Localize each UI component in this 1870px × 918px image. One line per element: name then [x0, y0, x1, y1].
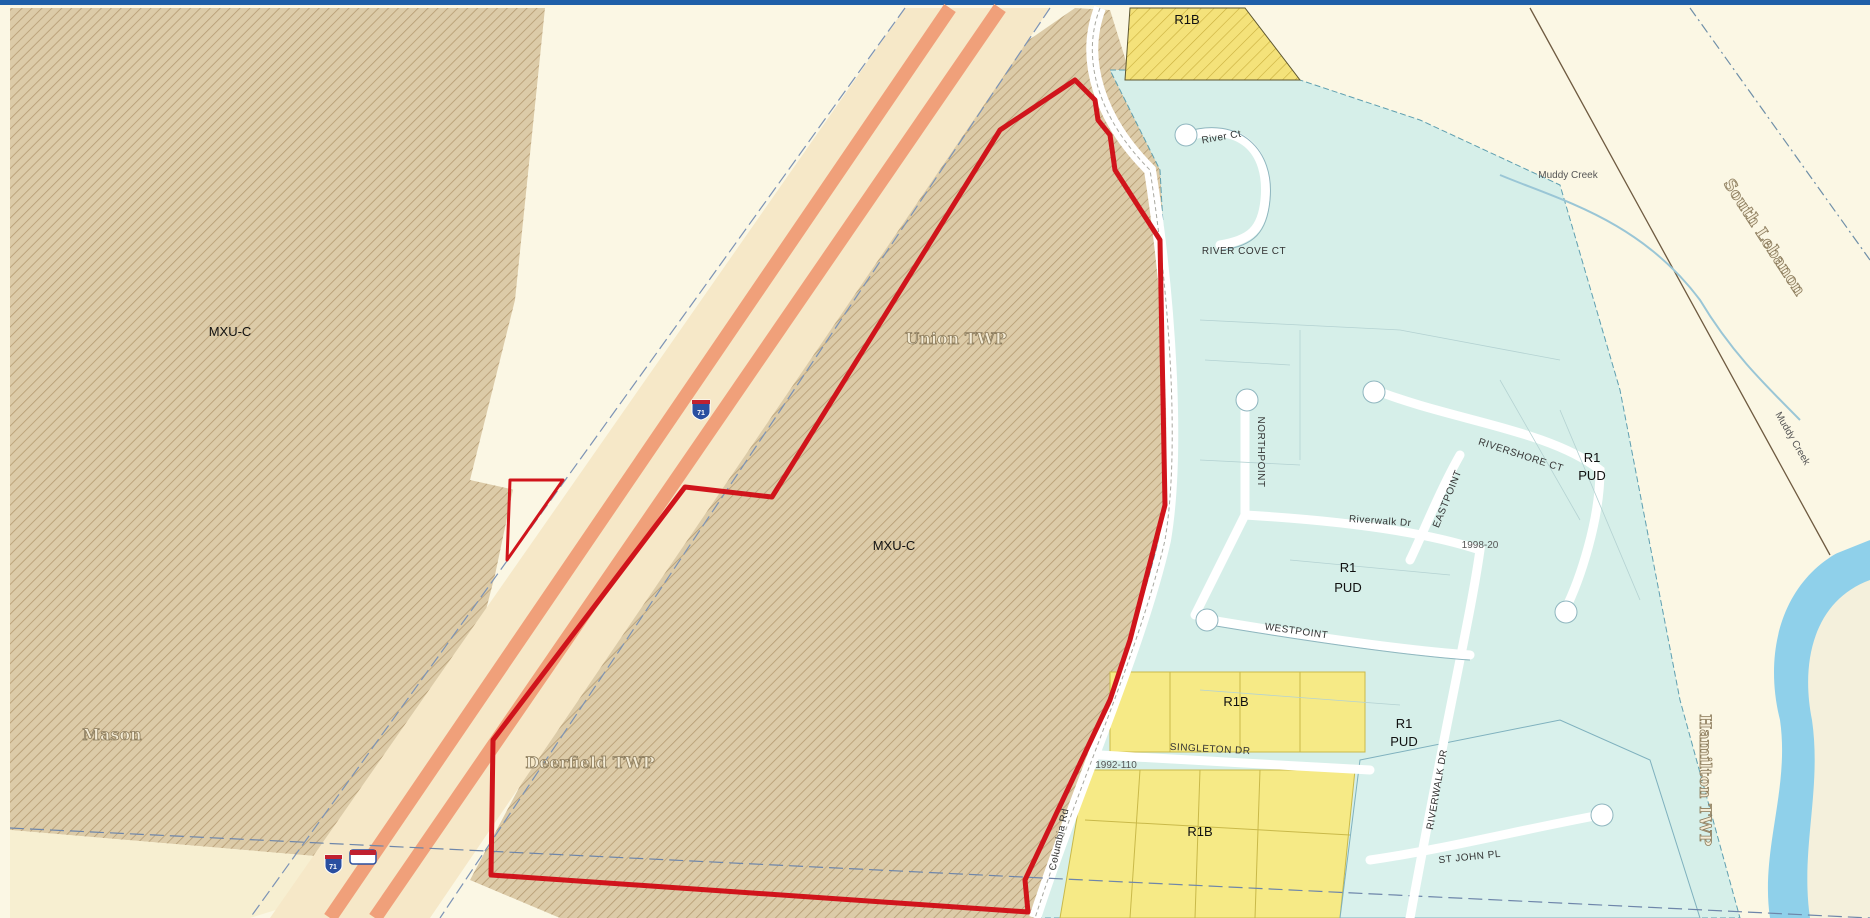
columbia-road-edge [1034, 7, 1173, 918]
zone-r1b-top[interactable] [1124, 7, 1302, 81]
highway-median [270, 8, 1050, 918]
zone-r1b-low[interactable] [1059, 769, 1356, 918]
zone-label-mxu-center: MXU-C [873, 538, 916, 553]
water-river-inner [1807, 580, 1870, 918]
top-bar [0, 0, 1870, 5]
zone-label-r1b-mid: R1B [1223, 694, 1248, 709]
township-label-mason: Mason [82, 725, 142, 744]
highway-row-east [439, 7, 1051, 918]
street-label-northpoint: NORTHPOINT [1255, 417, 1266, 488]
creek-line [1499, 174, 1801, 421]
highway-lane-west [324, 4, 956, 918]
shield-label-south: 71 [329, 864, 337, 871]
route-shield-icon [349, 849, 377, 865]
subject-parcel-triangle[interactable] [505, 478, 565, 562]
lot-lines [1199, 319, 1641, 706]
township-label-hamilton: Hamilton TWP [1696, 714, 1715, 846]
zone-mxu-west[interactable] [10, 8, 545, 865]
zone-label-mxu-west: MXU-C [209, 324, 252, 339]
street-label-singleton: SINGLETON DR [1169, 742, 1250, 757]
zone-label-r1b-low: R1B [1187, 824, 1212, 839]
subdivision-streets [1095, 127, 1605, 918]
township-label-union: Union TWP [905, 329, 1006, 348]
zone-east-land [1480, 8, 1870, 560]
zone-label-r1b-top: R1B [1174, 12, 1199, 27]
highway-lane-east [369, 4, 1006, 918]
zone-label-pud-south: PUD [1390, 734, 1417, 749]
zone-r1b-mid[interactable] [1109, 671, 1366, 753]
zone-label-r1-center: R1 [1340, 560, 1357, 575]
zone-label-pud-center: PUD [1334, 580, 1361, 595]
zone-label-pud-east: PUD [1578, 468, 1605, 483]
zone-mxu-center[interactable] [470, 8, 1170, 918]
zone-pud-southeast [1339, 719, 1701, 918]
case-number-b: 1992-110 [1095, 760, 1137, 771]
zone-strip [470, 8, 935, 500]
case-number-a: 1998-20 [1462, 540, 1499, 551]
township-line-east [1529, 7, 1831, 556]
south-road [9, 827, 1870, 918]
cul-de-sac-icon [1174, 123, 1614, 827]
street-edges [1184, 127, 1471, 661]
zone-label-r1-east: R1 [1584, 450, 1601, 465]
interstate-shield-icon: 71 [691, 399, 711, 421]
county-line [1689, 7, 1870, 261]
creek-label-muddy-a: Muddy Creek [1538, 170, 1598, 181]
shield-label-north: 71 [697, 410, 705, 417]
interstate-shield-icon: 71 [324, 854, 343, 875]
zone-label-r1-south: R1 [1396, 716, 1413, 731]
street-label-river-cove: RIVER COVE CT [1202, 246, 1286, 257]
parcel-lines-yellow [1084, 672, 1351, 918]
street-label-riverwalk-dr: Riverwalk Dr [1349, 514, 1412, 529]
township-label-deerfield: Deerfield TWP [525, 753, 654, 772]
subject-parcel-outline[interactable] [488, 77, 1168, 915]
